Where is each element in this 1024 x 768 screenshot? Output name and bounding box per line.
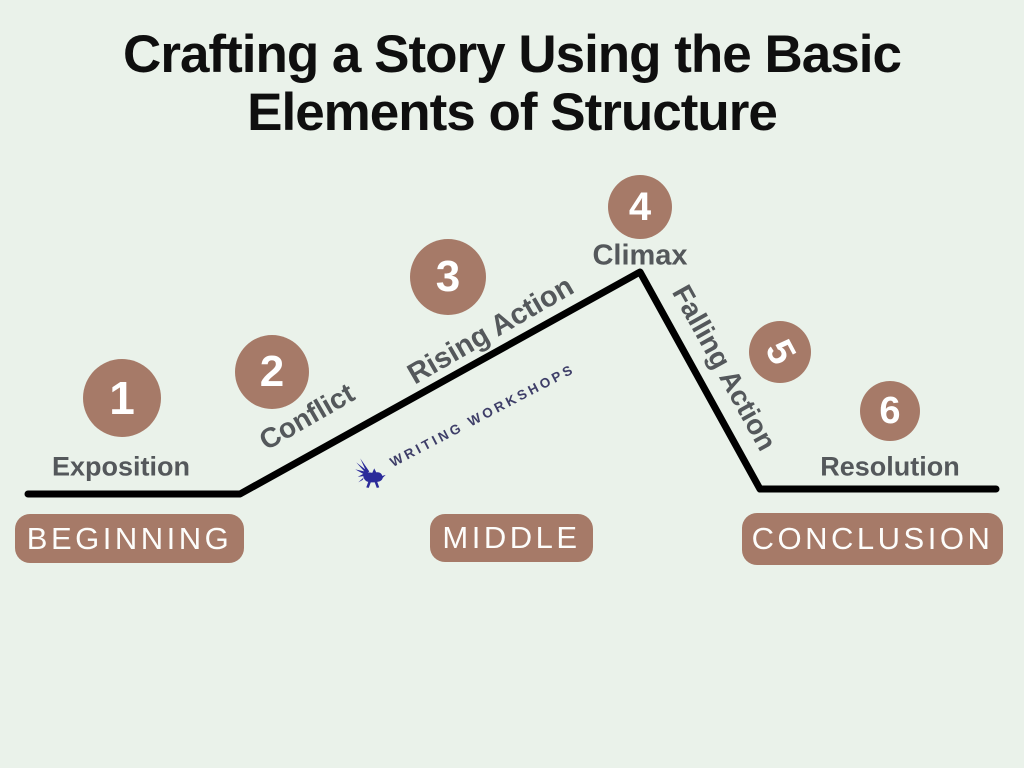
section-pill-beginning: BEGINNING: [15, 514, 244, 563]
page-title: Crafting a Story Using the Basic Element…: [0, 25, 1024, 143]
stage-number-2: 2: [259, 347, 285, 396]
stage-circle-1: 1: [83, 359, 161, 437]
stage-number-3: 3: [435, 252, 461, 301]
stage-label-exposition: Exposition: [51, 451, 191, 482]
stage-number-4: 4: [628, 184, 652, 229]
stage-label-climax: Climax: [592, 239, 688, 272]
section-pill-conclusion: CONCLUSION: [742, 513, 1003, 565]
stage-number-1: 1: [109, 372, 135, 424]
page-title-line2: Elements of Structure: [247, 83, 778, 143]
stage-number-5: 5: [756, 332, 804, 371]
stage-circle-6: 6: [860, 381, 920, 441]
page-title-line1: Crafting a Story Using the Basic: [123, 25, 902, 84]
stage-label-resolution: Resolution: [820, 451, 960, 482]
section-pill-middle: MIDDLE: [430, 514, 593, 562]
stage-circle-3: 3: [410, 239, 486, 315]
pegasus-icon: [355, 458, 386, 488]
stage-circle-4: 4: [608, 175, 672, 239]
stage-number-6: 6: [879, 389, 901, 432]
stage-circle-2: 2: [235, 335, 309, 409]
stage-circle-5: 5: [749, 321, 811, 383]
watermark: WRITING WORKSHOPS: [349, 353, 582, 495]
